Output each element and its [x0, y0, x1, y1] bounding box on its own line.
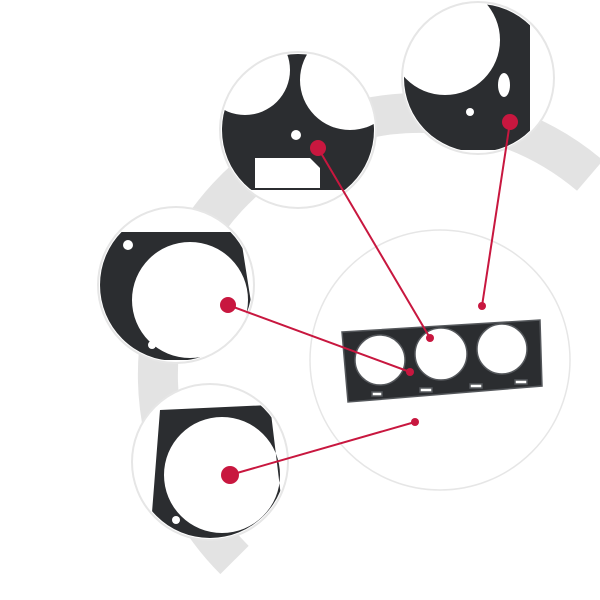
pointer-line-bottom-left — [229, 421, 416, 476]
pointer-line-top — [317, 147, 431, 339]
pointer-end-dot — [426, 334, 434, 342]
main-callout-circle — [309, 229, 571, 491]
pointer-end-dot — [411, 418, 419, 426]
pointer-dot — [220, 297, 236, 313]
pointer-dot — [502, 114, 518, 130]
pointer-dot — [310, 140, 326, 156]
main-gasket-image — [341, 319, 543, 403]
pointer-line-top-right — [481, 121, 511, 307]
pointer-dot — [221, 466, 239, 484]
pointer-lines — [227, 121, 511, 476]
pointer-end-dot — [478, 302, 486, 310]
pointer-end-dot — [406, 368, 414, 376]
pointer-dots — [220, 114, 518, 484]
gasket-detail-top — [222, 54, 374, 190]
gasket-detail-left — [100, 232, 252, 360]
pointer-line-left — [227, 304, 411, 373]
callout-circle-bottom-left — [131, 383, 289, 541]
